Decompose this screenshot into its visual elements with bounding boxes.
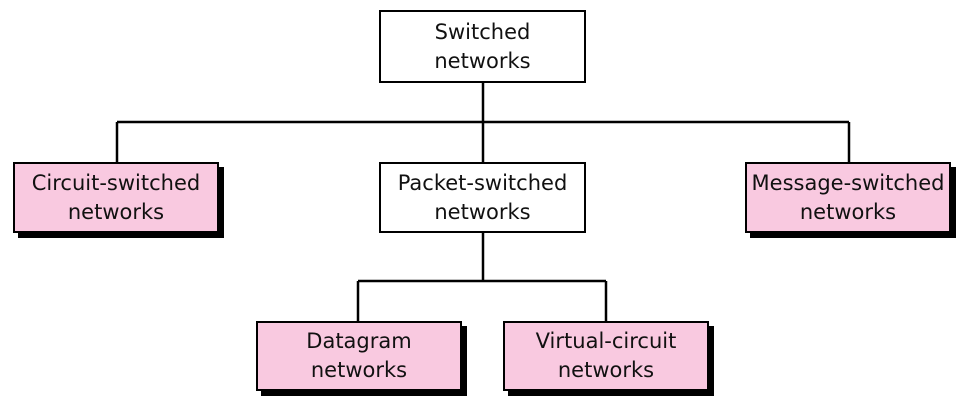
node-packet-switched-line2: networks (434, 199, 531, 224)
node-packet-switched-networks: Packet-switched networks (379, 162, 586, 233)
node-switched-networks-line2: networks (434, 48, 531, 73)
node-switched-networks-line1: Switched (434, 19, 531, 44)
node-message-switched-line1: Message-switched (751, 170, 945, 195)
node-packet-switched-line1: Packet-switched (397, 170, 568, 195)
node-message-switched-networks: Message-switched networks (745, 162, 951, 233)
node-circuit-switched-networks: Circuit-switched networks (13, 162, 219, 233)
node-circuit-switched-line2: networks (67, 199, 165, 224)
node-datagram-networks: Datagram networks (256, 321, 462, 391)
node-datagram-line1: Datagram (306, 329, 412, 353)
node-circuit-switched-line1: Circuit-switched (31, 170, 201, 195)
node-virtual-circuit-line2: networks (557, 358, 655, 382)
node-virtual-circuit-networks: Virtual-circuit networks (503, 321, 709, 391)
node-datagram-line2: networks (310, 358, 408, 382)
node-virtual-circuit-line1: Virtual-circuit (535, 329, 677, 353)
node-switched-networks: Switched networks (379, 10, 586, 83)
node-message-switched-line2: networks (799, 199, 897, 224)
